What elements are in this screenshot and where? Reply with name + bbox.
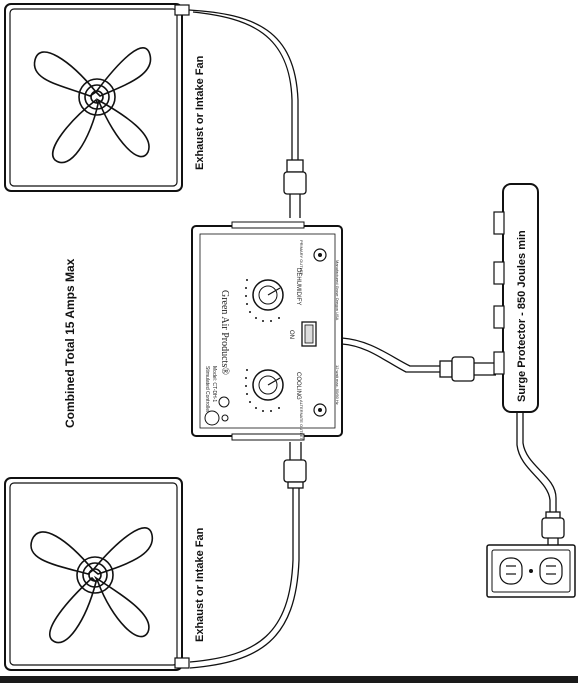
- dial-dehumidify[interactable]: [252, 279, 284, 311]
- plug-top: [283, 159, 307, 218]
- cord-top-fan: [188, 9, 299, 160]
- controller-model-1: Stimulated Controller: [204, 366, 210, 413]
- controller-model-2: Model: CT-DH-1: [211, 366, 217, 402]
- fan-blades-icon: [33, 47, 152, 164]
- fan-bottom: [4, 477, 190, 671]
- surge-label: Surge Protector - 850 Joules min: [516, 230, 528, 402]
- wall-outlet: [486, 544, 576, 598]
- combined-label: Combined Total 15 Amps Max: [63, 258, 77, 428]
- cord-controller: [341, 337, 440, 367]
- port-right-label: PRIMARY OUTLET: [299, 240, 304, 276]
- plug-bottom: [283, 442, 307, 489]
- switch-label: ON: [288, 330, 294, 339]
- plug-surge: [541, 511, 565, 552]
- fan-blades-icon: [30, 527, 153, 644]
- bottom-bar: [0, 676, 578, 683]
- controller: Green Air Products® Stimulated Controlle…: [191, 221, 343, 441]
- cord-surge: [516, 412, 551, 512]
- fan-top-label: Exhaust or Intake Fan: [194, 55, 206, 170]
- controller-brand: Green Air Products®: [219, 290, 230, 375]
- plug-controller: [439, 356, 496, 382]
- dial-cooling-label: COOLING: [295, 372, 301, 400]
- outlet-alternate[interactable]: [313, 403, 327, 417]
- fan-top: [4, 3, 190, 192]
- led-indicators: [204, 396, 230, 426]
- port-left-label: ALTERNATE OUTLET: [299, 400, 304, 440]
- power-switch[interactable]: [301, 321, 317, 347]
- controller-footer-right: Manufactured Grove Oregon USA: [335, 260, 340, 321]
- surge-protector: [493, 183, 539, 413]
- controller-footer-left: 12 watt max. 50/60 Hz: [335, 365, 340, 405]
- outlet-primary[interactable]: [313, 248, 327, 262]
- dial-dehumidify-label: DEHUMIDIFY: [295, 268, 301, 305]
- dial-cooling[interactable]: [252, 369, 284, 401]
- cord-bottom-fan: [189, 486, 300, 669]
- fan-bottom-label: Exhaust or Intake Fan: [194, 527, 206, 642]
